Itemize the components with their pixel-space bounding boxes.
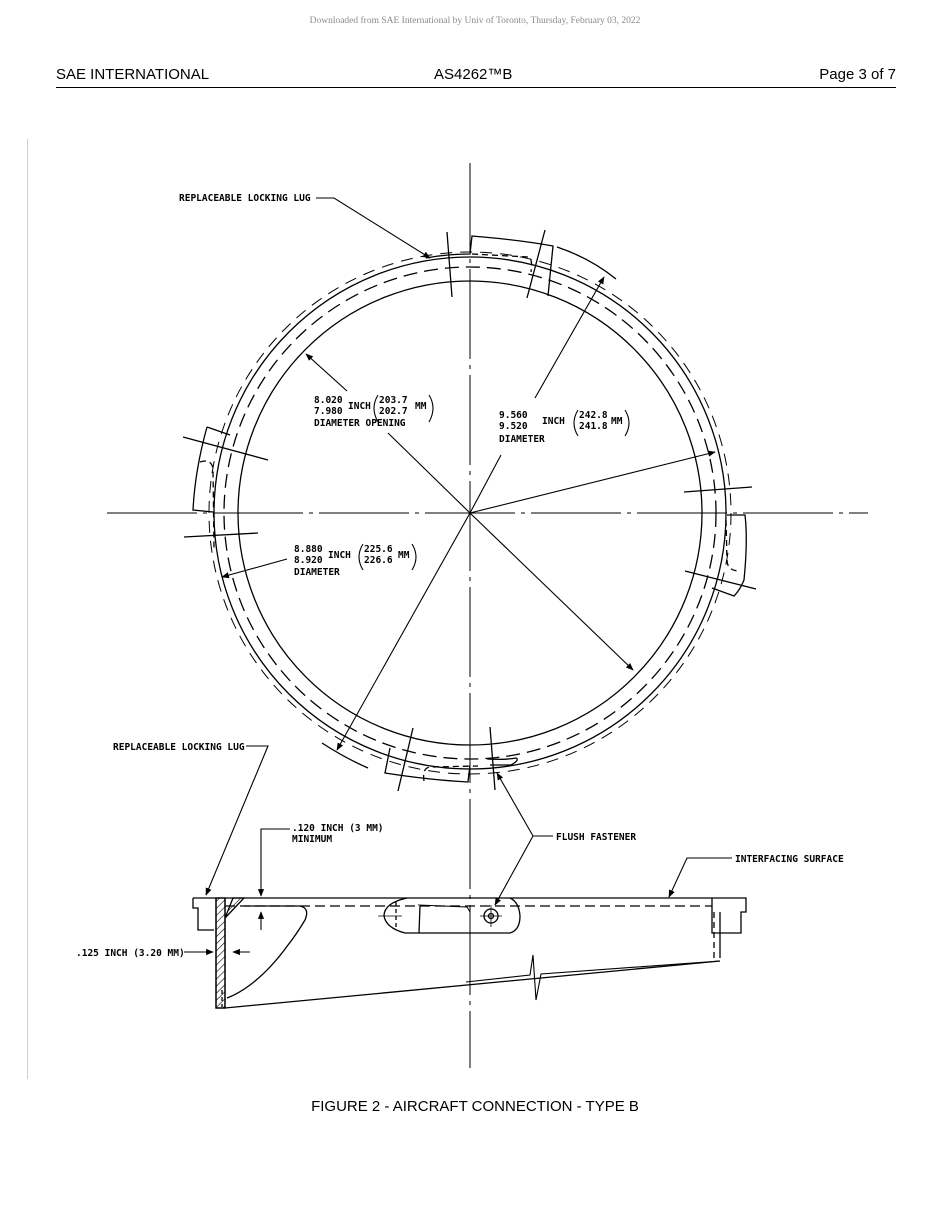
right-locking-lug [683, 486, 757, 597]
svg-text:7.980: 7.980 [314, 406, 343, 417]
svg-text:241.8: 241.8 [579, 421, 608, 432]
label-opening-diameter: 8.020 7.980 INCH 203.7 202.7 MM DIAMETER… [314, 394, 434, 429]
svg-text:INCH: INCH [542, 416, 565, 427]
svg-text:8.020: 8.020 [314, 395, 343, 406]
svg-text:203.7: 203.7 [379, 395, 408, 406]
svg-text:INCH: INCH [328, 550, 351, 561]
header-page-number: Page 3 of 7 [819, 66, 896, 83]
label-flush-fastener: FLUSH FASTENER [556, 832, 636, 843]
label-outer-diameter: 9.560 9.520 INCH 242.8 241.8 MM DIAMETER [499, 409, 630, 445]
svg-text:242.8: 242.8 [579, 410, 608, 421]
label-wall-thickness: .125 INCH (3.20 MM) [76, 948, 185, 959]
label-interfacing-surface: INTERFACING SURFACE [735, 854, 844, 865]
svg-text:MM: MM [611, 416, 623, 427]
svg-text:9.560: 9.560 [499, 410, 528, 421]
side-section-view [192, 897, 747, 1009]
left-locking-lug [182, 426, 269, 549]
svg-text:8.920: 8.920 [294, 555, 323, 566]
svg-text:225.6: 225.6 [364, 544, 393, 555]
drawing-labels: REPLACEABLE LOCKING LUG 8.020 7.980 INCH… [76, 193, 844, 959]
header-organization: SAE INTERNATIONAL [56, 66, 210, 83]
header-document-id: AS4262™B [434, 66, 513, 83]
label-min-thickness: .120 INCH (3 MM) [292, 823, 384, 834]
label-lug-bottom: REPLACEABLE LOCKING LUG [113, 742, 245, 753]
svg-text:INCH: INCH [348, 401, 371, 412]
svg-text:226.6: 226.6 [364, 555, 393, 566]
svg-text:DIAMETER OPENING: DIAMETER OPENING [314, 418, 406, 429]
svg-text:DIAMETER: DIAMETER [294, 567, 340, 578]
page-header: SAE INTERNATIONAL AS4262™B Page 3 of 7 [56, 66, 896, 88]
svg-text:MM: MM [415, 401, 427, 412]
figure-caption: FIGURE 2 - AIRCRAFT CONNECTION - TYPE B [311, 1098, 639, 1115]
centerlines [107, 163, 868, 1068]
svg-text:DIAMETER: DIAMETER [499, 434, 545, 445]
download-watermark: Downloaded from SAE International by Uni… [309, 16, 641, 26]
label-middle-diameter: 8.880 8.920 INCH 225.6 226.6 MM DIAMETER [294, 543, 417, 578]
label-lug-top: REPLACEABLE LOCKING LUG [179, 193, 311, 204]
left-margin-rule [27, 139, 28, 1079]
top-locking-lug [425, 229, 617, 299]
svg-text:MM: MM [398, 550, 410, 561]
leader-lines [184, 197, 732, 956]
bottom-locking-lug [321, 726, 518, 792]
svg-text:202.7: 202.7 [379, 406, 408, 417]
label-min-thickness-note: MINIMUM [292, 834, 332, 845]
svg-text:8.880: 8.880 [294, 544, 323, 555]
svg-text:9.520: 9.520 [499, 421, 528, 432]
dimension-lines [221, 276, 716, 751]
